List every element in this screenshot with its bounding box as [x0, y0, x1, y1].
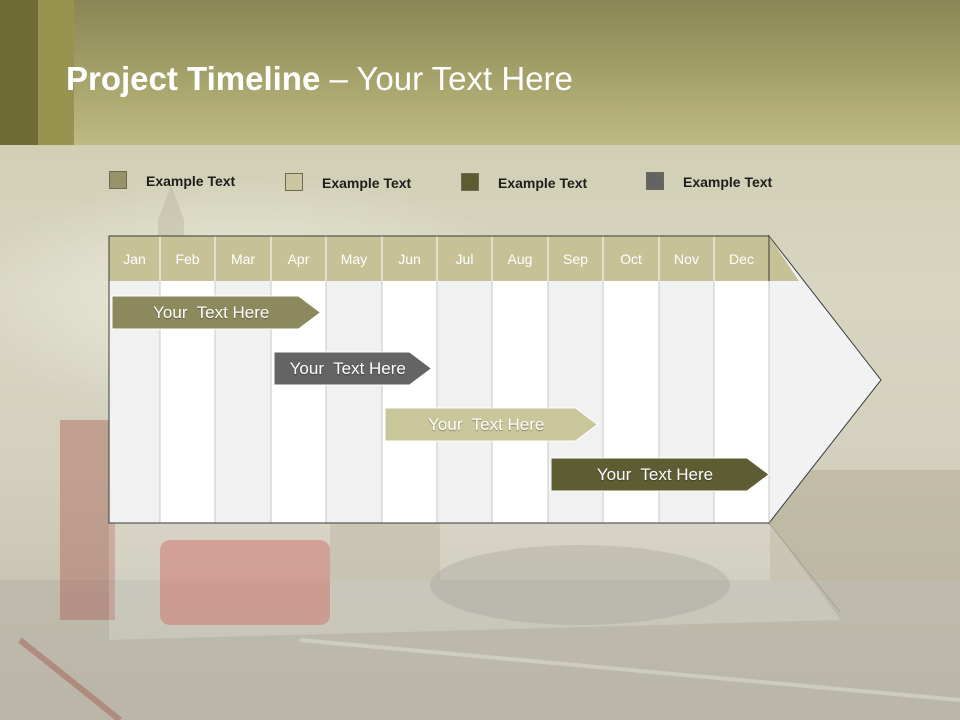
task-bar-shape-3: [384, 407, 599, 442]
month-header-cell-may: [326, 236, 382, 281]
header-accent-stripe: [0, 0, 38, 145]
month-label: Dec: [729, 251, 754, 267]
arrow-header-fill: [769, 236, 799, 281]
month-label: Nov: [674, 251, 699, 267]
task-bar-1: [111, 295, 322, 330]
task-bar-shape-2: [273, 351, 433, 386]
month-column-aug: [492, 281, 548, 523]
header-band: Project Timeline – Your Text Here: [0, 0, 960, 145]
task-bar-label-1: Your Text Here: [153, 303, 270, 322]
month-label: Apr: [288, 251, 310, 267]
legend-label-3: Example Text: [498, 175, 588, 191]
title-rest-part: – Your Text Here: [320, 60, 573, 97]
legend-swatch-3: [461, 173, 479, 191]
month-label: Oct: [620, 251, 642, 267]
task-bar-2: [273, 351, 433, 386]
month-label: Jul: [456, 251, 474, 267]
legend-label-2: Example Text: [322, 175, 412, 191]
timeline-frame: [108, 235, 769, 524]
month-label: Jan: [123, 251, 146, 267]
legend-label-4: Example Text: [683, 174, 773, 190]
title-bold-part: Project Timeline: [66, 60, 321, 97]
month-header-cell-apr: [271, 236, 326, 281]
month-header-cell-nov: [659, 236, 714, 281]
task-bar-label-4: Your Text Here: [596, 465, 714, 484]
task-bar-3: [384, 407, 599, 442]
month-column-jul: [437, 281, 492, 523]
month-label: Jun: [398, 251, 421, 267]
task-bar-label-2: Your Text Here: [289, 359, 406, 378]
month-header-cell-jan: [109, 236, 160, 281]
legend-swatch-1: [109, 171, 127, 189]
month-label: Feb: [175, 251, 199, 267]
month-header-cell-sep: [548, 236, 603, 281]
month-header-cell-jun: [382, 236, 437, 281]
month-label: May: [341, 251, 367, 267]
month-header-cell-feb: [160, 236, 215, 281]
month-label: Mar: [231, 251, 255, 267]
legend-swatch-4: [646, 172, 664, 190]
slide-title: Project Timeline – Your Text Here: [66, 60, 573, 98]
reflection-edge: [768, 522, 841, 613]
timeline-reflection: [109, 523, 841, 640]
task-bar-shape-1: [111, 295, 322, 330]
task-bar-label-3: Your Text Here: [428, 415, 545, 434]
task-bar-4: [550, 457, 770, 492]
month-header-cell-dec: [714, 236, 769, 281]
task-bar-shape-4: [550, 457, 770, 492]
month-header-cell-jul: [437, 236, 492, 281]
month-label: Aug: [508, 251, 533, 267]
month-header-cell-mar: [215, 236, 271, 281]
month-header-cell-aug: [492, 236, 548, 281]
month-header-cell-oct: [603, 236, 659, 281]
month-label: Sep: [563, 251, 588, 267]
month-column-may: [326, 281, 382, 523]
legend-label-1: Example Text: [146, 173, 236, 189]
legend-swatch-2: [285, 173, 303, 191]
month-column-jun: [382, 281, 437, 523]
header-accent-stripe-light: [38, 0, 74, 145]
